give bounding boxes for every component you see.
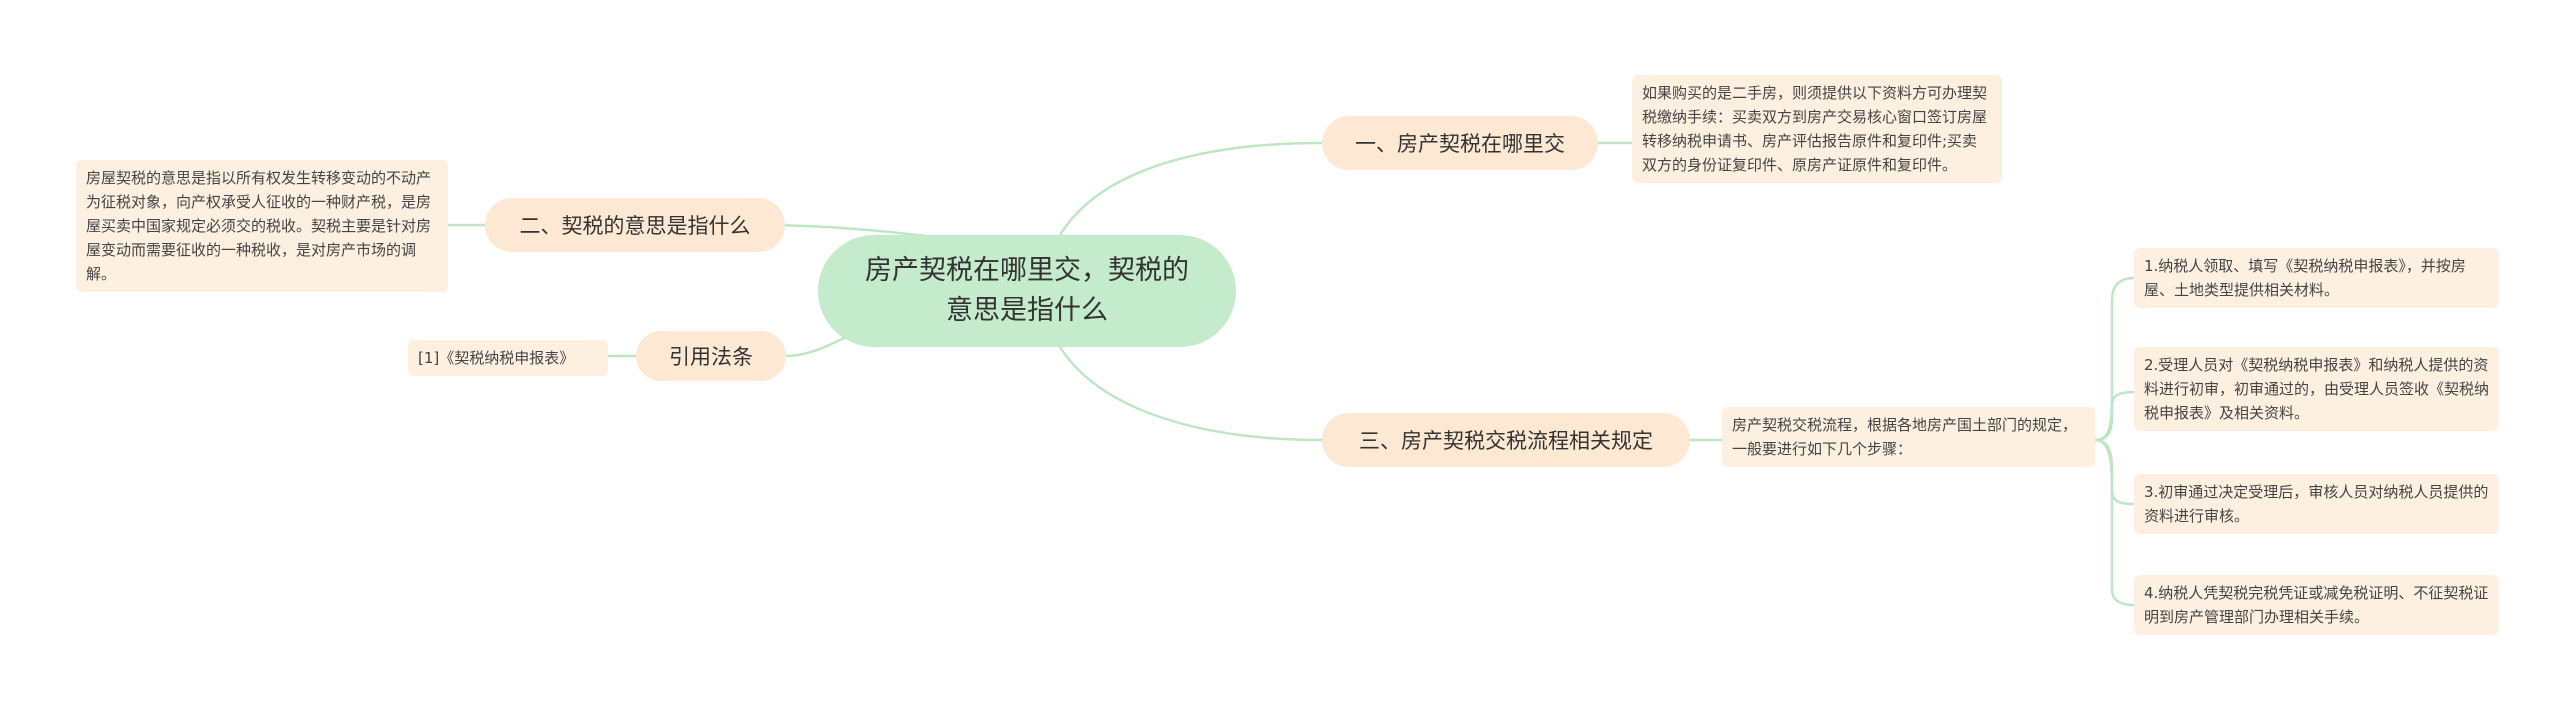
leaf-meaning[interactable]: 房屋契税的意思是指以所有权发生转移变动的不动产为征税对象，向产权承受人征收的一种… bbox=[76, 160, 448, 292]
leaf-step-1[interactable]: 1.纳税人领取、填写《契税纳税申报表》，并按房屋、土地类型提供相关材料。 bbox=[2134, 248, 2499, 308]
leaf-process-intro[interactable]: 房产契税交税流程，根据各地房产国土部门的规定，一般要进行如下几个步骤： bbox=[1722, 407, 2095, 467]
branch-law-citation[interactable]: 引用法条 bbox=[636, 331, 786, 381]
leaf-text: 2.受理人员对《契税纳税申报表》和纳税人提供的资料进行初审，初审通过的，由受理人… bbox=[2144, 356, 2490, 422]
branch-meaning[interactable]: 二、契税的意思是指什么 bbox=[485, 198, 785, 252]
leaf-text: 3.初审通过决定受理后，审核人员对纳税人员提供的资料进行审核。 bbox=[2144, 483, 2489, 525]
leaf-step-4[interactable]: 4.纳税人凭契税完税凭证或减免税证明、不征契税证明到房产管理部门办理相关手续。 bbox=[2134, 575, 2499, 635]
link-root-branch3 bbox=[1058, 346, 1323, 442]
leaf-text: 房屋契税的意思是指以所有权发生转移变动的不动产为征税对象，向产权承受人征收的一种… bbox=[86, 169, 432, 283]
link-process-step4 bbox=[2094, 438, 2135, 607]
branch-where-to-pay[interactable]: 一、房产契税在哪里交 bbox=[1322, 116, 1598, 170]
leaf-text: 房产契税交税流程，根据各地房产国土部门的规定，一般要进行如下几个步骤： bbox=[1732, 416, 2078, 458]
branch-label: 二、契税的意思是指什么 bbox=[519, 214, 751, 238]
root-topic-label: 房产契税在哪里交，契税的意思是指什么 bbox=[865, 255, 1189, 326]
leaf-step-2[interactable]: 2.受理人员对《契税纳税申报表》和纳税人提供的资料进行初审，初审通过的，由受理人… bbox=[2134, 347, 2499, 431]
link-process-step2 bbox=[2094, 390, 2135, 442]
branch-process[interactable]: 三、房产契税交税流程相关规定 bbox=[1322, 413, 1690, 467]
link-process-step3 bbox=[2094, 438, 2135, 506]
leaf-text: [1]《契税纳税申报表》 bbox=[418, 349, 575, 367]
leaf-law-citation[interactable]: [1]《契税纳税申报表》 bbox=[408, 340, 608, 376]
leaf-text: 1.纳税人领取、填写《契税纳税申报表》，并按房屋、土地类型提供相关材料。 bbox=[2144, 257, 2466, 299]
link-root-branch1 bbox=[1058, 141, 1323, 236]
leaf-text: 4.纳税人凭契税完税凭证或减免税证明、不征契税证明到房产管理部门办理相关手续。 bbox=[2144, 584, 2489, 626]
link-process-step1 bbox=[2094, 276, 2135, 442]
branch-label: 一、房产契税在哪里交 bbox=[1355, 132, 1565, 156]
leaf-where-to-pay[interactable]: 如果购买的是二手房，则须提供以下资料方可办理契税缴纳手续：买卖双方到房产交易核心… bbox=[1632, 75, 2002, 183]
leaf-step-3[interactable]: 3.初审通过决定受理后，审核人员对纳税人员提供的资料进行审核。 bbox=[2134, 474, 2499, 534]
root-topic[interactable]: 房产契税在哪里交，契税的意思是指什么 bbox=[818, 235, 1236, 347]
leaf-text: 如果购买的是二手房，则须提供以下资料方可办理契税缴纳手续：买卖双方到房产交易核心… bbox=[1642, 84, 1988, 174]
branch-label: 引用法条 bbox=[669, 345, 753, 369]
branch-label: 三、房产契税交税流程相关规定 bbox=[1359, 429, 1653, 453]
